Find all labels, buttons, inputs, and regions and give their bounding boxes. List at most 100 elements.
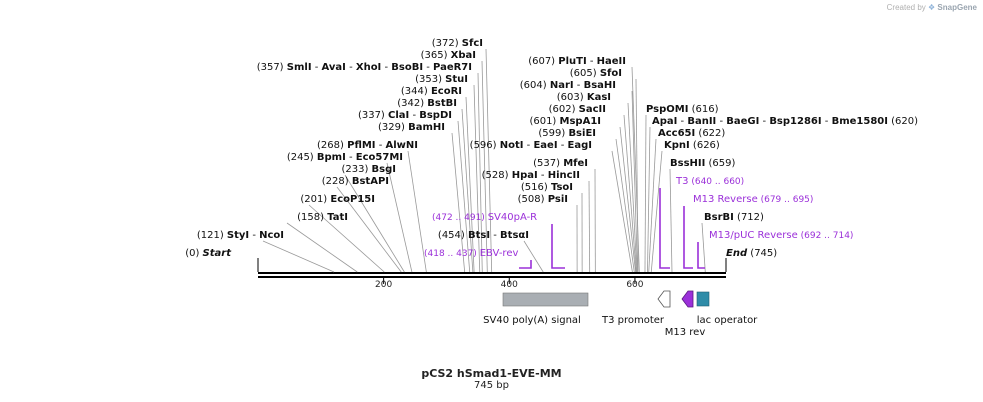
primer-name: T3 — [675, 176, 688, 187]
enzyme-name: Bsp1286I — [769, 116, 821, 127]
site-separator: - — [312, 62, 322, 73]
site-separator: - — [346, 152, 356, 163]
site-stem — [461, 108, 474, 273]
enzyme-name: KasI — [587, 92, 611, 103]
m13-rev-arrow-icon — [681, 290, 694, 308]
site-position: (245) — [287, 152, 317, 163]
site-label: (121) StyI - NcoI — [197, 230, 284, 241]
enzyme-name: BsaHI — [584, 80, 616, 91]
site-separator: - — [716, 116, 726, 127]
enzyme-name: BamHI — [408, 122, 445, 133]
enzyme-name: BtsαI — [500, 230, 529, 241]
primer-bracket — [551, 224, 565, 269]
site-label: (596) NotI - EaeI - EagI — [470, 140, 592, 151]
site-position: (601) — [529, 116, 559, 127]
site-position: (508) — [518, 194, 548, 205]
enzyme-name: TsoI — [551, 182, 573, 193]
enzyme-name: StyI — [227, 230, 249, 241]
enzyme-name: BanII — [687, 116, 716, 127]
site-separator: - — [677, 116, 687, 127]
site-label: (605) SfoI — [570, 68, 622, 79]
site-label: (372) SfcI — [432, 38, 483, 49]
site-position: (228) — [322, 176, 352, 187]
enzyme-name: EcoRI — [431, 86, 462, 97]
enzyme-name: BsiEI — [568, 128, 596, 139]
enzyme-name: NcoI — [259, 230, 284, 241]
site-position: (712) — [734, 212, 764, 223]
enzyme-name: HaeII — [597, 56, 626, 67]
site-label: (516) TsoI — [521, 182, 573, 193]
site-separator: - — [249, 230, 259, 241]
site-label: ApaI - BanII - BaeGI - Bsp1286I - Bme158… — [652, 116, 918, 127]
site-position: (626) — [690, 140, 720, 151]
site-stem — [669, 168, 673, 273]
primer-name: EBV-rev — [480, 248, 519, 259]
enzyme-name: XbaI — [451, 50, 476, 61]
site-label: (599) BsiEI — [538, 128, 596, 139]
site-stem — [465, 96, 475, 273]
enzyme-name: SmlI — [287, 62, 312, 73]
site-label: (508) PsiI — [518, 194, 568, 205]
site-label: (158) TatI — [297, 212, 348, 223]
site-position: (329) — [378, 122, 408, 133]
site-label: (537) MfeI — [533, 158, 588, 169]
site-label: (233) BsgI — [341, 164, 396, 175]
site-stem — [623, 114, 637, 273]
enzyme-name: EagI — [568, 140, 592, 151]
enzyme-name: BstBI — [427, 98, 457, 109]
enzyme-name: BstAPI — [352, 176, 389, 187]
site-position: (607) — [528, 56, 558, 67]
site-position: (604) — [520, 80, 550, 91]
site-stem — [650, 150, 663, 273]
site-label: (228) BstAPI — [322, 176, 389, 187]
site-position: (622) — [695, 128, 725, 139]
feature-label: T3 promoter — [601, 315, 665, 326]
site-stem — [286, 222, 358, 273]
enzyme-name: BsoBI — [391, 62, 423, 73]
site-position: (605) — [570, 68, 600, 79]
enzyme-name: ClaI — [388, 110, 409, 121]
enzyme-name: BssHII — [670, 158, 705, 169]
site-position: (0) — [185, 248, 202, 259]
primer-name: M13 Reverse — [693, 194, 758, 205]
feature-label: M13 rev — [665, 327, 706, 338]
site-stem — [473, 84, 481, 273]
site-stem — [481, 60, 488, 273]
site-label: (603) KasI — [557, 92, 611, 103]
primer-range: (679 .. 695) — [758, 195, 814, 205]
site-position: (342) — [397, 98, 427, 109]
enzyme-name: TatI — [327, 212, 348, 223]
site-separator: - — [524, 140, 534, 151]
primer-label: (418 .. 437) EBV-rev — [424, 248, 518, 259]
site-separator: - — [423, 62, 433, 73]
site-label: (353) StuI — [415, 74, 468, 85]
site-separator: - — [574, 80, 584, 91]
site-label: (601) MspA1I — [529, 116, 601, 127]
site-stem — [451, 132, 466, 273]
site-separator: - — [409, 110, 419, 121]
site-separator: - — [346, 62, 356, 73]
site-label: (607) PluTI - HaeII — [528, 56, 626, 67]
site-position: (353) — [415, 74, 445, 85]
site-label: (357) SmlI - AvaI - XhoI - BsoBI - PaeR7… — [257, 62, 472, 73]
site-separator: - — [822, 116, 832, 127]
sv40-polya-feature — [502, 292, 589, 307]
snapgene-logo-icon: ❖ — [928, 3, 936, 12]
primer-bracket — [519, 260, 532, 269]
enzyme-name: Acc65I — [658, 128, 695, 139]
primer-label: T3 (640 .. 660) — [675, 176, 744, 187]
site-position: (602) — [549, 104, 579, 115]
enzyme-name: BtsI — [468, 230, 490, 241]
enzyme-name: ApaI — [652, 116, 677, 127]
site-label: (337) ClaI - BspDI — [358, 110, 452, 121]
site-position: (659) — [705, 158, 735, 169]
enzyme-name: SacII — [579, 104, 606, 115]
site-position: (365) — [421, 50, 451, 61]
primer-name: SV40pA-R — [488, 212, 537, 223]
site-stem — [619, 126, 636, 273]
site-label: BsrBI (712) — [704, 212, 764, 223]
site-label: Acc65I (622) — [658, 128, 725, 139]
credit-brand: SnapGene — [937, 3, 977, 12]
enzyme-name: PluTI — [558, 56, 586, 67]
enzyme-name: End — [726, 248, 748, 259]
